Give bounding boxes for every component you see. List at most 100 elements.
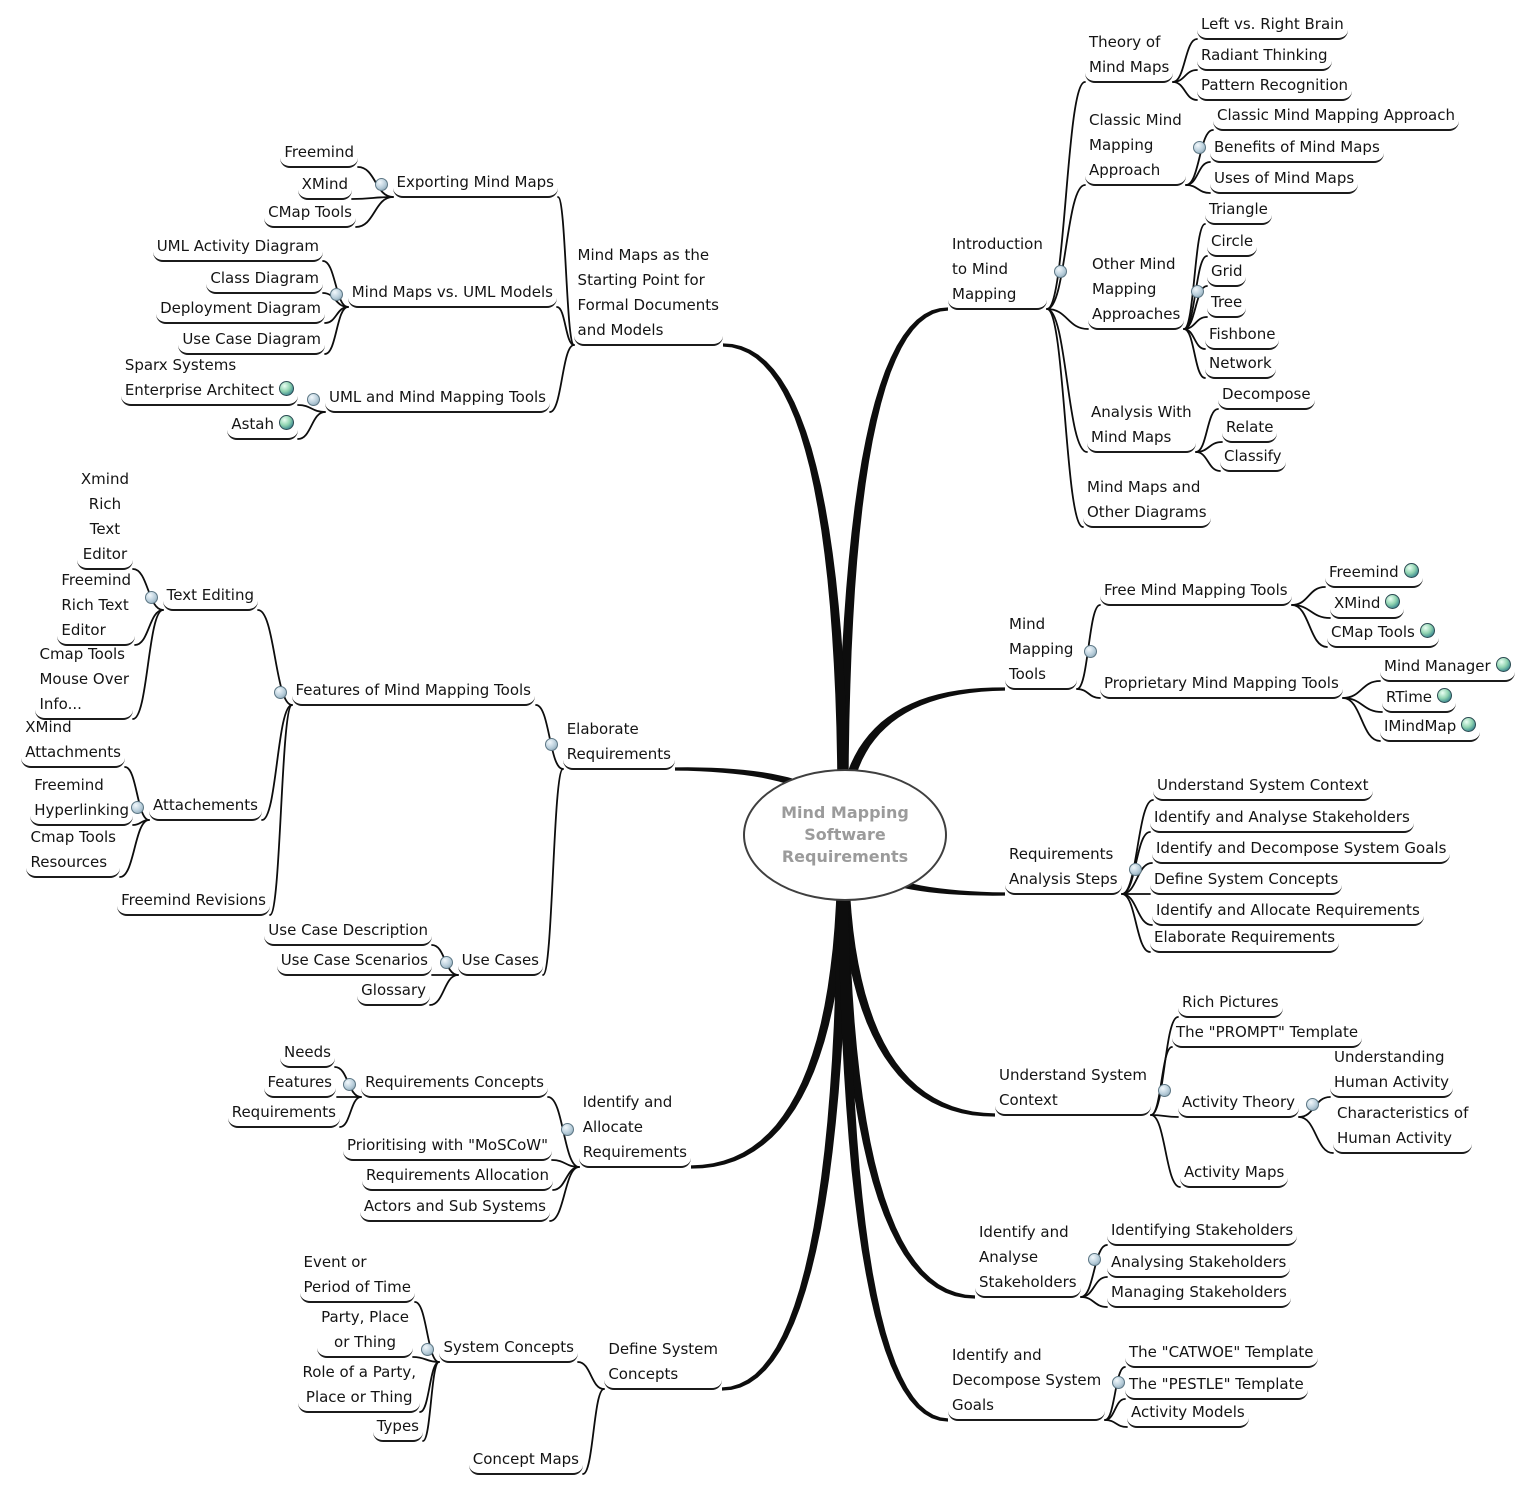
topic-cmap-tools-mouse-over-info[interactable]: Cmap Tools Mouse Over Info... bbox=[35, 642, 133, 720]
topic-xmind-attachments[interactable]: XMind Attachments bbox=[21, 715, 125, 768]
topic-system-concepts[interactable]: System Concepts bbox=[439, 1335, 578, 1363]
topic-sparx-systems-enterprise-architect[interactable]: Sparx Systems Enterprise Architect bbox=[120, 353, 298, 406]
expand-collapse-icon[interactable] bbox=[307, 393, 320, 406]
topic-identify-and-decompose-system-goals-step[interactable]: Identify and Decompose System Goals bbox=[1152, 836, 1451, 864]
topic-use-case-scenarios[interactable]: Use Case Scenarios bbox=[276, 948, 432, 976]
topic-mind-maps-as-starting-point[interactable]: Mind Maps as the Starting Point for Form… bbox=[573, 243, 723, 346]
topic-fishbone[interactable]: Fishbone bbox=[1205, 322, 1280, 350]
topic-identify-and-allocate-requirements[interactable]: Identify and Allocate Requirements bbox=[578, 1090, 691, 1168]
topic-concept-maps[interactable]: Concept Maps bbox=[468, 1447, 583, 1475]
topic-freemind-hyperlinking[interactable]: Freemind Hyperlinking bbox=[30, 773, 133, 826]
topic-requirements-analysis-steps[interactable]: Requirements Analysis Steps bbox=[1005, 842, 1122, 895]
expand-collapse-icon[interactable] bbox=[545, 737, 558, 751]
topic-identifying-stakeholders[interactable]: Identifying Stakeholders bbox=[1107, 1218, 1298, 1246]
expand-collapse-icon[interactable] bbox=[343, 1078, 356, 1091]
hyperlink-globe-icon[interactable] bbox=[279, 415, 294, 430]
expand-collapse-icon[interactable] bbox=[1191, 285, 1204, 298]
topic-characteristics-of-human-activity[interactable]: Characteristics of Human Activity bbox=[1333, 1101, 1473, 1154]
topic-free-mind-mapping-tools[interactable]: Free Mind Mapping Tools bbox=[1100, 578, 1292, 606]
topic-understand-system-context-step[interactable]: Understand System Context bbox=[1153, 773, 1373, 801]
hyperlink-globe-icon[interactable] bbox=[1461, 717, 1477, 732]
expand-collapse-icon[interactable] bbox=[1306, 1098, 1319, 1111]
topic-features-of-mind-mapping-tools[interactable]: Features of Mind Mapping Tools bbox=[291, 678, 535, 706]
expand-collapse-icon[interactable] bbox=[1129, 862, 1142, 876]
topic-classic-mind-mapping-approach[interactable]: Classic Mind Mapping Approach bbox=[1085, 108, 1186, 186]
topic-party-place-or-thing[interactable]: Party, Place or Thing bbox=[317, 1305, 413, 1358]
expand-collapse-icon[interactable] bbox=[1084, 645, 1097, 658]
topic-analysis-with-mind-maps[interactable]: Analysis With Mind Maps bbox=[1087, 400, 1196, 453]
topic-cmap-tools-tool[interactable]: CMap Tools bbox=[1327, 620, 1439, 648]
topic-use-case-diagram[interactable]: Use Case Diagram bbox=[178, 327, 325, 355]
expand-collapse-icon[interactable] bbox=[274, 686, 287, 699]
topic-tree[interactable]: Tree bbox=[1207, 290, 1247, 318]
topic-freemind-revisions[interactable]: Freemind Revisions bbox=[117, 888, 270, 916]
hyperlink-globe-icon[interactable] bbox=[1495, 657, 1511, 672]
topic-elaborate-requirements[interactable]: Elaborate Requirements bbox=[562, 717, 675, 770]
topic-text-editing[interactable]: Text Editing bbox=[162, 583, 258, 611]
topic-triangle[interactable]: Triangle bbox=[1205, 197, 1272, 225]
topic-identify-and-allocate-requirements-step[interactable]: Identify and Allocate Requirements bbox=[1152, 898, 1424, 926]
topic-the-prompt-template[interactable]: The "PROMPT" Template bbox=[1172, 1020, 1363, 1048]
hyperlink-globe-icon[interactable] bbox=[1437, 688, 1453, 703]
topic-mind-maps-vs-uml-models[interactable]: Mind Maps vs. UML Models bbox=[347, 280, 557, 308]
topic-understand-system-context[interactable]: Understand System Context bbox=[995, 1063, 1152, 1116]
topic-benefits-of-mind-maps[interactable]: Benefits of Mind Maps bbox=[1210, 135, 1384, 163]
topic-managing-stakeholders[interactable]: Managing Stakeholders bbox=[1107, 1280, 1291, 1308]
topic-pattern-recognition[interactable]: Pattern Recognition bbox=[1197, 73, 1353, 101]
topic-event-or-period-of-time[interactable]: Event or Period of Time bbox=[299, 1250, 415, 1303]
expand-collapse-icon[interactable] bbox=[131, 801, 144, 814]
topic-freemind-export[interactable]: Freemind bbox=[280, 140, 358, 168]
hyperlink-globe-icon[interactable] bbox=[1385, 594, 1401, 609]
topic-glossary[interactable]: Glossary bbox=[357, 978, 430, 1006]
expand-collapse-icon[interactable] bbox=[1088, 1253, 1101, 1266]
topic-uml-activity-diagram[interactable]: UML Activity Diagram bbox=[152, 234, 323, 262]
expand-collapse-icon[interactable] bbox=[1158, 1083, 1171, 1097]
expand-collapse-icon[interactable] bbox=[1112, 1376, 1125, 1389]
topic-the-catwoe-template[interactable]: The "CATWOE" Template bbox=[1125, 1340, 1318, 1368]
topic-analysing-stakeholders[interactable]: Analysing Stakeholders bbox=[1107, 1250, 1291, 1278]
topic-uses-of-mind-maps[interactable]: Uses of Mind Maps bbox=[1210, 166, 1359, 194]
topic-use-cases[interactable]: Use Cases bbox=[457, 948, 543, 976]
topic-prioritising-with-moscow[interactable]: Prioritising with "MoSCoW" bbox=[343, 1133, 552, 1161]
topic-deployment-diagram[interactable]: Deployment Diagram bbox=[156, 296, 325, 324]
topic-proprietary-mind-mapping-tools[interactable]: Proprietary Mind Mapping Tools bbox=[1100, 671, 1343, 699]
topic-understanding-human-activity[interactable]: Understanding Human Activity bbox=[1330, 1045, 1453, 1098]
topic-exporting-mind-maps[interactable]: Exporting Mind Maps bbox=[392, 170, 558, 198]
topic-relate[interactable]: Relate bbox=[1222, 415, 1278, 443]
topic-classify[interactable]: Classify bbox=[1220, 444, 1286, 472]
topic-requirements-allocation[interactable]: Requirements Allocation bbox=[362, 1163, 553, 1191]
topic-features-concept[interactable]: Features bbox=[263, 1070, 336, 1098]
topic-network[interactable]: Network bbox=[1205, 351, 1276, 379]
topic-types[interactable]: Types bbox=[372, 1414, 423, 1442]
expand-collapse-icon[interactable] bbox=[375, 178, 388, 191]
expand-collapse-icon[interactable] bbox=[421, 1343, 434, 1356]
hyperlink-globe-icon[interactable] bbox=[1419, 623, 1435, 638]
topic-rtime[interactable]: RTime bbox=[1382, 685, 1457, 713]
topic-class-diagram[interactable]: Class Diagram bbox=[206, 266, 323, 294]
topic-needs[interactable]: Needs bbox=[279, 1040, 335, 1068]
topic-left-vs-right-brain[interactable]: Left vs. Right Brain bbox=[1197, 12, 1348, 40]
topic-identify-and-decompose-system-goals[interactable]: Identify and Decompose System Goals bbox=[948, 1343, 1106, 1421]
topic-define-system-concepts[interactable]: Define System Concepts bbox=[604, 1337, 722, 1390]
topic-uml-and-mind-mapping-tools[interactable]: UML and Mind Mapping Tools bbox=[324, 385, 550, 413]
topic-role-of-a-party-place-or-thing[interactable]: Role of a Party, Place or Thing bbox=[298, 1360, 420, 1413]
expand-collapse-icon[interactable] bbox=[330, 288, 343, 301]
topic-theory-of-mind-maps[interactable]: Theory of Mind Maps bbox=[1085, 30, 1174, 83]
topic-radiant-thinking[interactable]: Radiant Thinking bbox=[1197, 43, 1332, 71]
expand-collapse-icon[interactable] bbox=[440, 956, 453, 969]
topic-identify-and-analyse-stakeholders[interactable]: Identify and Analyse Stakeholders bbox=[975, 1220, 1081, 1298]
topic-activity-models[interactable]: Activity Models bbox=[1127, 1400, 1249, 1428]
topic-xmind-export[interactable]: XMind bbox=[297, 172, 352, 200]
topic-define-system-concepts-step[interactable]: Define System Concepts bbox=[1150, 867, 1343, 895]
expand-collapse-icon[interactable] bbox=[561, 1123, 574, 1136]
central-topic[interactable]: Mind Mapping Software Requirements bbox=[743, 769, 947, 901]
topic-activity-theory[interactable]: Activity Theory bbox=[1178, 1090, 1299, 1118]
topic-introduction-to-mind-mapping[interactable]: Introduction to Mind Mapping bbox=[948, 232, 1047, 310]
topic-freemind-rich-text-editor[interactable]: Freemind Rich Text Editor bbox=[57, 568, 135, 646]
topic-grid[interactable]: Grid bbox=[1207, 259, 1247, 287]
topic-requirements-concept[interactable]: Requirements bbox=[227, 1100, 340, 1128]
topic-mind-maps-and-other-diagrams[interactable]: Mind Maps and Other Diagrams bbox=[1083, 475, 1211, 528]
topic-decompose[interactable]: Decompose bbox=[1218, 382, 1315, 410]
topic-the-pestle-template[interactable]: The "PESTLE" Template bbox=[1125, 1372, 1308, 1400]
topic-elaborate-requirements-step[interactable]: Elaborate Requirements bbox=[1150, 925, 1340, 953]
